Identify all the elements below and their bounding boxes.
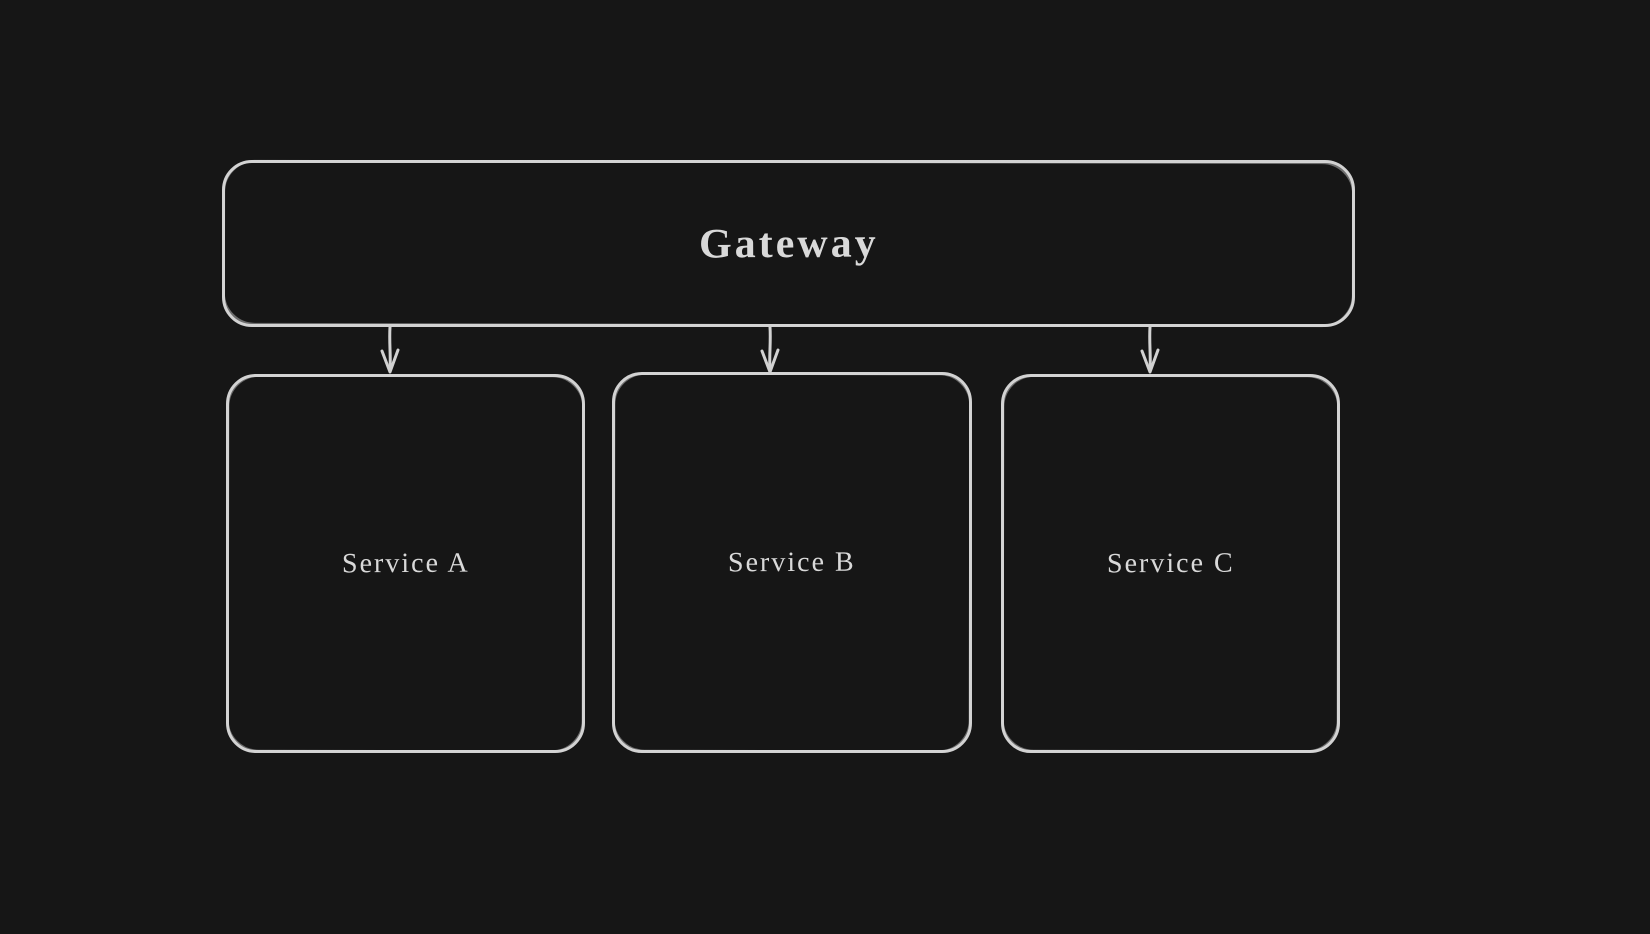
arrow-gateway-to-service-a[interactable] xyxy=(380,325,400,374)
arrow-gateway-to-service-b[interactable] xyxy=(760,325,780,374)
service-b-node[interactable]: Service B xyxy=(612,372,972,753)
service-a-node[interactable]: Service A xyxy=(226,374,585,753)
service-c-node[interactable]: Service C xyxy=(1001,374,1340,753)
arrow-gateway-to-service-c[interactable] xyxy=(1140,325,1160,374)
gateway-node[interactable]: Gateway xyxy=(222,160,1355,327)
